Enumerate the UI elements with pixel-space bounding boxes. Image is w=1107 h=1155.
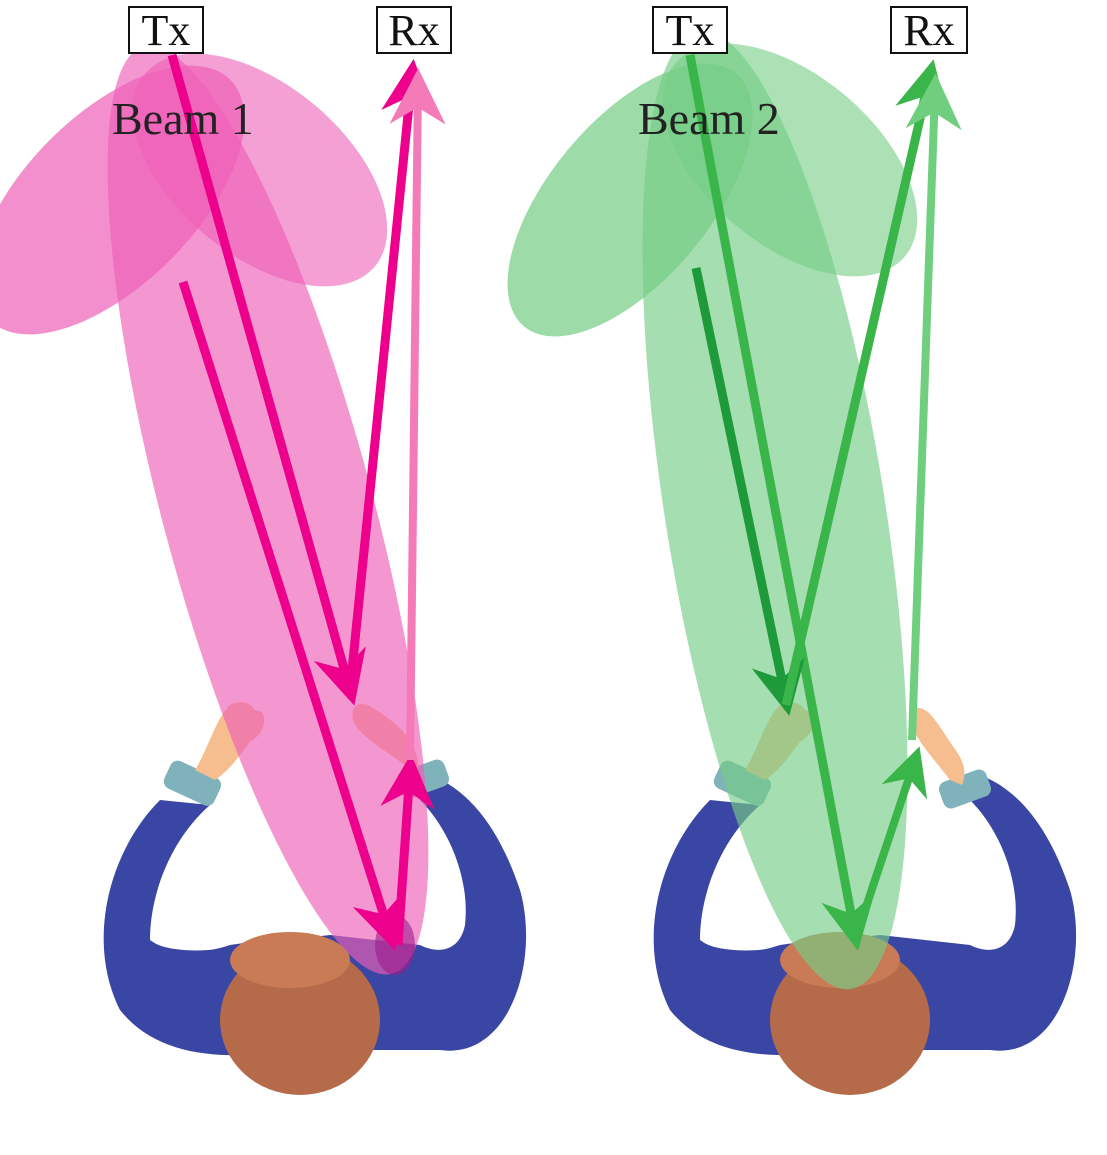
beam-2-arrow-tx-to-head bbox=[685, 54, 875, 951]
beam-1-arrow-head-up bbox=[380, 753, 435, 946]
beam-1-arrow-hand-to-rx bbox=[345, 58, 436, 691]
rx-label-right: Rx bbox=[890, 6, 968, 54]
beam-2-arrow-hand-path bbox=[691, 267, 805, 716]
beam-1-arrow-direct bbox=[389, 68, 446, 761]
rx-label-left: Rx bbox=[376, 6, 452, 54]
beam-1-main-lobe bbox=[107, 45, 429, 975]
tx-label-left: Tx bbox=[128, 6, 204, 54]
beam-2-arrow-direct bbox=[905, 73, 962, 741]
beam-2-arrow-up-to-rx bbox=[781, 59, 948, 707]
beam-2-arrow-head-up bbox=[851, 746, 928, 942]
beam-1-arrow-tx-to-head bbox=[178, 280, 405, 951]
tx-label-right: Tx bbox=[652, 6, 728, 54]
beam-1-label: Beam 1 bbox=[112, 93, 254, 144]
beam-2-label: Beam 2 bbox=[638, 93, 780, 144]
beam-1-group bbox=[0, 45, 446, 975]
person-left-cuff-l bbox=[163, 760, 222, 806]
beam-2-group bbox=[507, 30, 962, 990]
person-left-hair bbox=[230, 932, 350, 988]
person-right-hand-r bbox=[909, 707, 965, 785]
beam-1-arrow-tx-to-hand bbox=[167, 53, 366, 706]
